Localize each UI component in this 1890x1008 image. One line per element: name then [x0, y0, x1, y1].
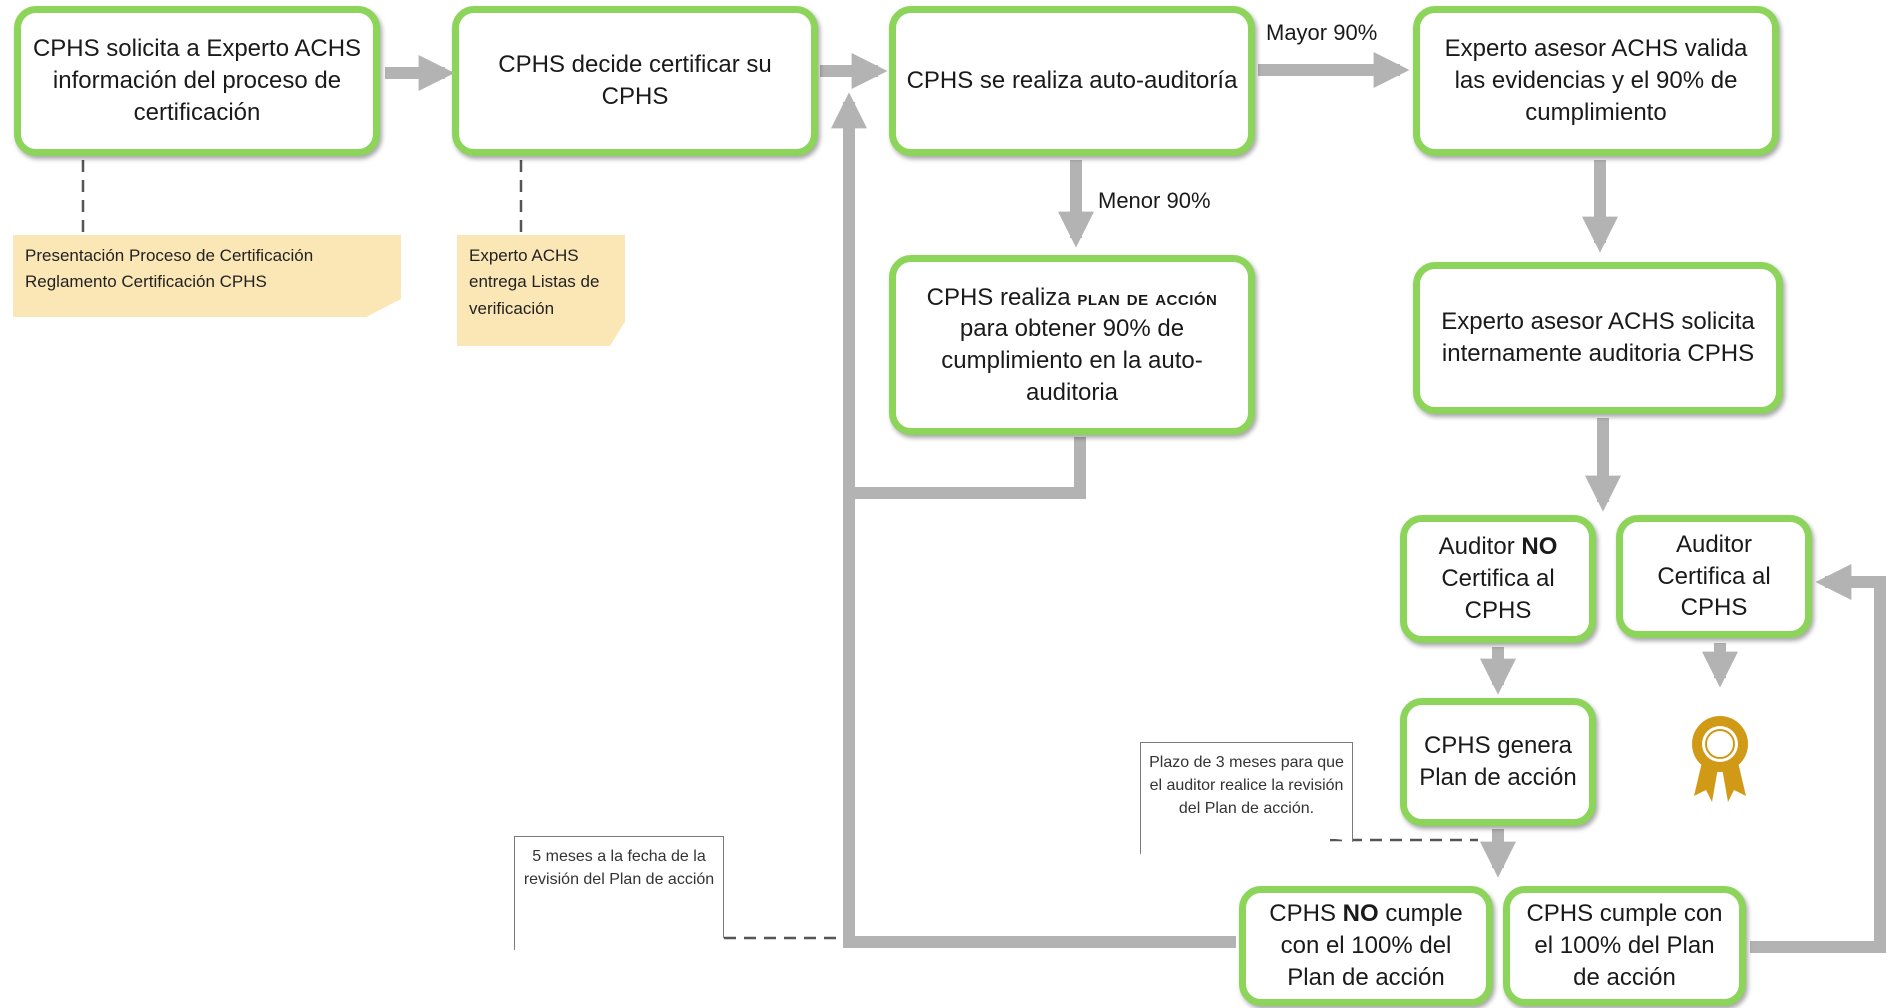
box-auto-auditoria: CPHS se realiza auto-auditoría	[889, 6, 1255, 156]
box-plan-de-accion: CPHS realiza plan de acción para obtener…	[889, 255, 1255, 435]
box-valida-text: Experto asesor ACHS valida las evidencia…	[1444, 35, 1748, 126]
label-mayor-90: Mayor 90%	[1266, 20, 1378, 45]
box-solicita-auditoria: Experto asesor ACHS solicita internament…	[1413, 262, 1783, 414]
box-genera-plan: CPHS genera Plan de acción	[1400, 698, 1596, 826]
box-certifica-text: Auditor Certifica al CPHS	[1657, 530, 1771, 622]
label-menor-90: Menor 90%	[1098, 188, 1211, 213]
arrow-plan-loop-back	[849, 437, 1086, 499]
box-plan-text: CPHS realiza plan de acción para obtener…	[926, 283, 1218, 406]
arrow-nocumple-loop-back	[831, 92, 1236, 948]
award-ribbon-icon	[1692, 716, 1748, 802]
box-auditor-certifica: Auditor Certifica al CPHS	[1616, 515, 1812, 638]
box-auto-text: CPHS se realiza auto-auditoría	[906, 67, 1238, 95]
note-cinco-meses: 5 meses a la fecha de la revisión del Pl…	[514, 836, 724, 956]
box-valida-evidencias: Experto asesor ACHS valida las evidencia…	[1413, 6, 1779, 156]
box-cumple: CPHS cumple con el 100% del Plan de acci…	[1503, 886, 1746, 1006]
box-decide-certificar: CPHS decide certificar su CPHS	[452, 6, 818, 156]
box-no-cumple-text: CPHS NO cumple con el 100% del Plan de a…	[1269, 900, 1463, 991]
box-solicita-auditoria-text: Experto asesor ACHS solicita internament…	[1441, 308, 1755, 367]
note-presentacion-line2: Reglamento Certificación CPHS	[25, 272, 267, 292]
note-listas-verificacion: Experto ACHS entrega Listas de verificac…	[457, 235, 625, 346]
box-cumple-text: CPHS cumple con el 100% del Plan de acci…	[1526, 900, 1723, 991]
note-presentacion-line1: Presentación Proceso de Certificación	[25, 246, 314, 265]
note-plazo-text: Plazo de 3 meses para que el auditor rea…	[1149, 754, 1344, 818]
box-no-cumple: CPHS NO cumple con el 100% del Plan de a…	[1239, 886, 1493, 1006]
box-genera-plan-text: CPHS genera Plan de acción	[1419, 732, 1577, 791]
box-solicita-text: CPHS solicita a Experto ACHS información…	[32, 35, 362, 126]
note-listas-text: Experto ACHS entrega Listas de verificac…	[469, 246, 600, 318]
box-solicita-informacion: CPHS solicita a Experto ACHS información…	[14, 6, 380, 156]
box-decide-text: CPHS decide certificar su CPHS	[498, 51, 772, 110]
note-cinco-meses-text: 5 meses a la fecha de la revisión del Pl…	[523, 848, 715, 889]
arrow-cumple-to-certifica	[1750, 564, 1886, 953]
note-presentacion: Presentación Proceso de Certificación Re…	[13, 235, 401, 317]
